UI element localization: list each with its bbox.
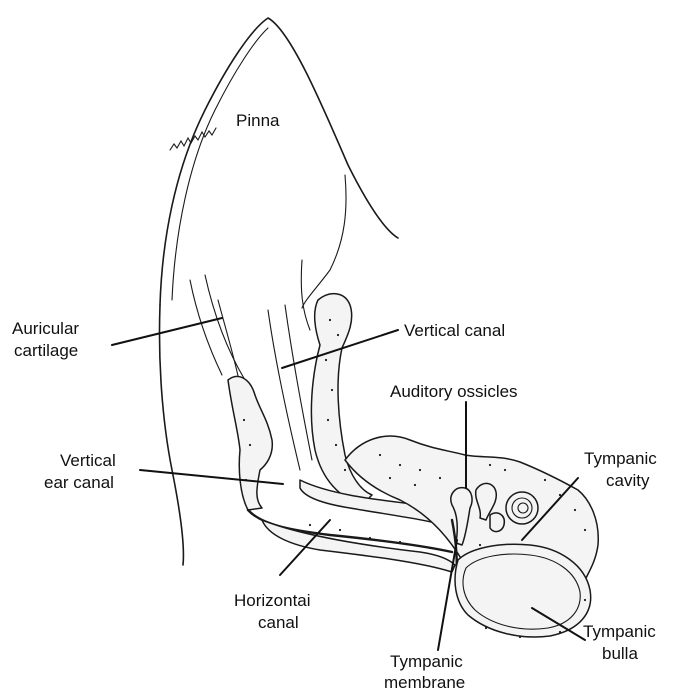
label-auricular-cartilage-line1: Auricular [12,319,79,338]
vertical-canal-inner-line-2 [285,305,312,460]
label-horizontal-canal: Horizontai canal [234,591,315,632]
label-tympanic-membrane: Tympanic membrane [384,652,467,692]
label-auricular-cartilage: Auricular cartilage [12,319,84,360]
label-tympanic-membrane-line1: Tympanic [390,652,463,671]
cartilage-fold-a [190,280,222,375]
pinna-outer-edge [160,18,398,305]
leader-auricular-cartilage [112,318,222,345]
label-tympanic-membrane-line2: membrane [384,673,465,692]
vertical-canal-cartilage-left [228,376,272,510]
label-tympanic-bulla-line1: Tympanic [583,622,656,641]
pinna-concha-line [301,260,310,330]
label-auricular-cartilage-line2: cartilage [14,341,78,360]
leader-vertical-ear-canal [140,470,283,484]
label-pinna: Pinna [236,111,280,130]
label-vertical-canal: Vertical canal [404,321,505,340]
label-vertical-ear-canal-line1: Vertical [60,451,116,470]
label-horizontal-canal-line2: canal [258,613,299,632]
cochlea-outer [506,492,538,524]
label-tympanic-bulla-line2: bulla [602,644,638,663]
label-tympanic-bulla: Tympanic bulla [583,622,660,663]
vertical-canal-structure [228,294,372,510]
label-vertical-ear-canal-line2: ear canal [44,473,114,492]
pinna-inner-fold [172,28,268,300]
label-auditory-ossicles: Auditory ossicles [390,382,518,401]
pinna-hair [170,128,216,150]
stapes [490,513,504,532]
pinna-rear-edge [302,175,346,308]
label-tympanic-cavity: Tympanic cavity [584,449,661,490]
label-vertical-ear-canal: Vertical ear canal [44,451,120,492]
head-outline-left [160,305,184,565]
label-tympanic-cavity-line2: cavity [606,471,650,490]
label-horizontal-canal-line1: Horizontai [234,591,311,610]
cochlea [506,492,538,524]
label-tympanic-cavity-line1: Tympanic [584,449,657,468]
